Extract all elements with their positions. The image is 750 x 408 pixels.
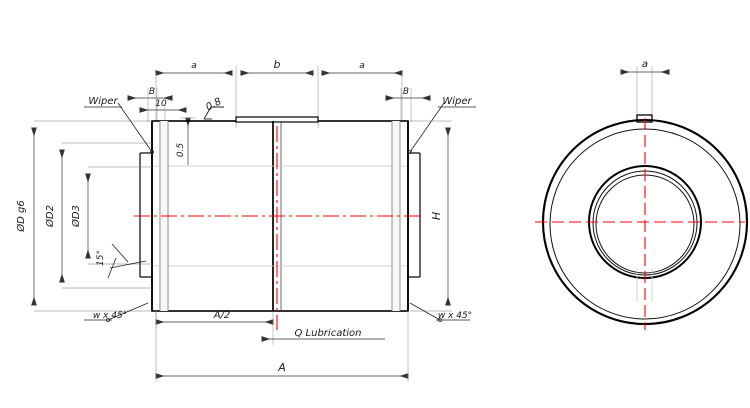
chamfer-leader-left — [84, 302, 149, 323]
dim-label-B-left: B — [149, 87, 155, 97]
lubrication-label: Q Lubrication — [295, 328, 362, 339]
dim-label-a-left: a — [191, 61, 197, 71]
dim-label-10: 10 — [155, 99, 167, 109]
wiper-label-left: Wiper — [88, 96, 118, 107]
dim-label-B-right: B — [403, 87, 409, 97]
surface-finish-label: 0.8 — [204, 96, 223, 113]
angle-label-15deg: 15° — [96, 250, 106, 266]
section-view-group: a b a B B 10 0.5 — [15, 58, 476, 382]
dim-A-group — [155, 311, 409, 382]
dim-H-group — [410, 120, 452, 312]
dim-label-a-right: a — [359, 61, 365, 71]
dim-label-D2: ØD2 — [44, 205, 56, 228]
chamfer-leader-right — [409, 302, 470, 323]
dim-label-A-half: A/2 — [213, 310, 231, 321]
section-centerlines — [134, 126, 424, 330]
dim-B-right-group — [385, 88, 431, 122]
top-dimension-chain — [155, 66, 403, 128]
angle-leader — [107, 243, 147, 279]
dim-label-b: b — [274, 58, 281, 71]
dim-label-slot-a: a — [642, 59, 648, 70]
wiper-label-right: Wiper — [442, 96, 472, 107]
chamfer-label-right: w x 45° — [438, 311, 472, 321]
dim-label-H: H — [430, 212, 443, 220]
end-view-slot-dimension — [620, 66, 670, 120]
dim-label-0p5: 0.5 — [176, 143, 186, 158]
dim-0p5-group — [180, 117, 196, 165]
dim-label-D3: ØD3 — [70, 205, 82, 228]
body-outer-profile — [151, 116, 409, 312]
end-view-centerlines — [535, 118, 745, 330]
end-view-group: a — [535, 59, 749, 330]
slot-hidden-lines — [636, 268, 653, 302]
surface-finish-symbol — [203, 106, 224, 120]
chamfer-label-left: w x 45° — [93, 311, 127, 321]
body-inner-bores — [152, 165, 408, 267]
dim-label-D-g6: ØD g6 — [15, 200, 27, 232]
dim-label-A: A — [277, 361, 286, 374]
wiper-leader-right — [407, 102, 476, 155]
wiper-leader-left — [84, 102, 155, 155]
left-diameter-dimensions — [31, 120, 152, 312]
dim-B-left-group — [127, 88, 173, 122]
